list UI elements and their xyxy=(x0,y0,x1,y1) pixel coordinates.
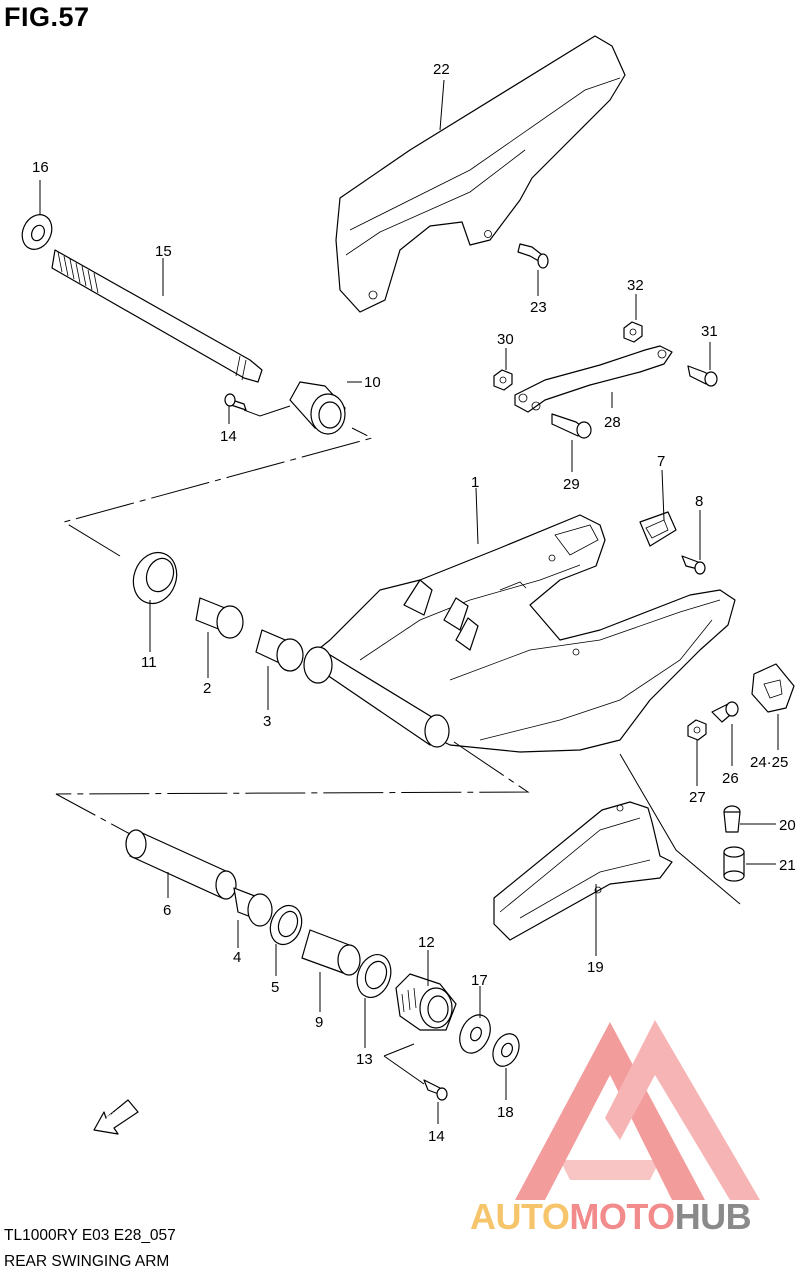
watermark-auto: AUTO xyxy=(470,1196,570,1237)
spacer-21 xyxy=(723,846,745,882)
figure-title: FIG.57 xyxy=(4,2,90,32)
callout-32: 32 xyxy=(627,277,644,294)
nut-27 xyxy=(687,719,707,741)
forward-arrow-icon: FWD xyxy=(93,1099,139,1135)
callout-3: 3 xyxy=(263,713,271,730)
callout-24-25: 24·25 xyxy=(750,754,788,771)
watermark-moto: MOTO xyxy=(569,1196,675,1237)
adjuster-12 xyxy=(395,973,457,1031)
bolt-14-lower xyxy=(423,1079,448,1101)
collar-6 xyxy=(125,829,237,900)
callout-4: 4 xyxy=(233,949,241,966)
nut-30 xyxy=(493,369,513,391)
callout-10: 10 xyxy=(364,374,381,391)
pivot-shaft-15 xyxy=(51,249,263,383)
callout-9: 9 xyxy=(315,1014,323,1031)
bolt-29 xyxy=(551,413,592,439)
callout-7: 7 xyxy=(657,453,665,470)
bolt-8 xyxy=(681,555,706,575)
bolt-31 xyxy=(687,365,718,387)
spacer-9 xyxy=(301,929,361,976)
callout-5: 5 xyxy=(271,979,279,996)
callout-11: 11 xyxy=(141,654,157,671)
adjuster-10 xyxy=(289,381,346,435)
watermark-hub: HUB xyxy=(674,1196,752,1237)
bearing-2 xyxy=(195,597,244,639)
callout-15: 15 xyxy=(155,243,172,260)
washer-16 xyxy=(21,214,53,250)
callout-14-upper: 14 xyxy=(220,428,237,445)
chain-buffer-19 xyxy=(493,801,673,941)
callout-23: 23 xyxy=(530,299,547,316)
ring-5 xyxy=(269,904,303,946)
bearing-3 xyxy=(255,629,304,672)
bolt-14-upper xyxy=(224,393,247,411)
callout-numbers: 16 15 22 23 32 30 31 28 29 10 14 1 7 8 1… xyxy=(32,61,796,1145)
bolt-23 xyxy=(517,243,549,269)
callout-30: 30 xyxy=(497,331,514,348)
plate-7 xyxy=(639,511,677,547)
callout-21: 21 xyxy=(779,857,796,874)
bearing-seal-11 xyxy=(132,551,178,605)
callout-16: 16 xyxy=(32,159,49,176)
washer-17 xyxy=(459,1014,491,1054)
bolt-20 xyxy=(723,805,741,833)
callout-19: 19 xyxy=(587,959,604,976)
assembly-name: REAR SWINGING ARM xyxy=(4,1253,170,1270)
leader-lines xyxy=(39,79,779,1124)
callout-12: 12 xyxy=(418,934,435,951)
callout-26: 26 xyxy=(722,770,739,787)
nut-32 xyxy=(623,321,643,343)
callout-20: 20 xyxy=(779,817,796,834)
callout-27: 27 xyxy=(689,789,706,806)
callout-22: 22 xyxy=(433,61,450,78)
block-24-25 xyxy=(751,663,795,713)
watermark-logo xyxy=(515,1020,760,1200)
chain-case-22 xyxy=(335,35,626,313)
bearing-4 xyxy=(233,887,273,927)
callout-14-lower: 14 xyxy=(428,1128,445,1145)
callout-17: 17 xyxy=(471,972,488,989)
callout-29: 29 xyxy=(563,476,580,493)
callout-2: 2 xyxy=(203,680,211,697)
model-code: TL1000RY E03 E28_057 xyxy=(4,1227,176,1244)
callout-13: 13 xyxy=(356,1051,373,1068)
bolt-26 xyxy=(711,701,739,723)
callout-1: 1 xyxy=(471,474,479,491)
callout-6: 6 xyxy=(163,902,171,919)
callout-18: 18 xyxy=(497,1104,514,1121)
callout-8: 8 xyxy=(695,493,703,510)
nut-18 xyxy=(492,1033,520,1067)
swinging-arm-1 xyxy=(303,514,736,753)
torque-link-28 xyxy=(514,345,673,413)
callout-31: 31 xyxy=(701,323,718,340)
watermark-text: AUTOMOTOHUB xyxy=(470,1196,752,1238)
callout-28: 28 xyxy=(604,414,621,431)
bearing-seal-13 xyxy=(356,954,392,998)
